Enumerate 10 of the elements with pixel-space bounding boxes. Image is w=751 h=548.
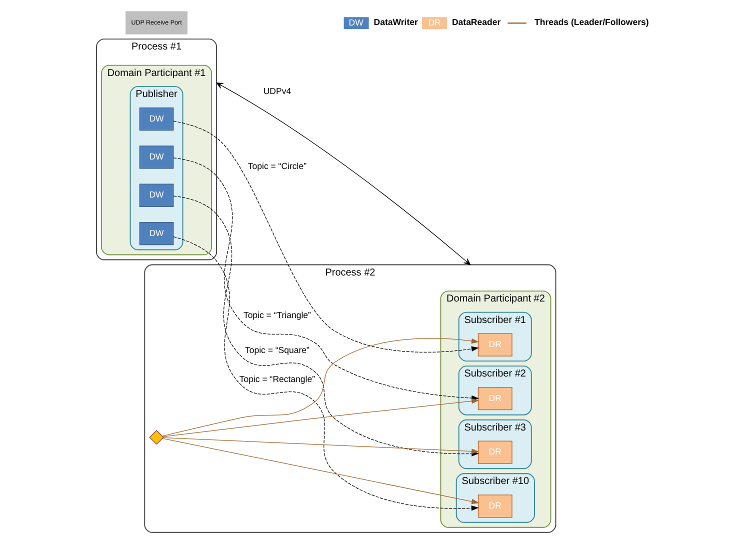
edge-label: Topic = “Circle” <box>247 161 306 172</box>
legend-label: DataWriter <box>373 16 418 27</box>
edge-label: Topic = “Rectangle” <box>238 374 315 384</box>
legend-label: Threads (Leader/Followers) <box>534 16 648 27</box>
edge-label: Topic = “Triangle” <box>242 310 310 320</box>
legend-label: DataReader <box>451 16 500 27</box>
label: DR <box>428 17 440 28</box>
label: DW <box>348 17 363 28</box>
edge-label: Topic = “Square” <box>244 345 309 356</box>
edge-label: UDPv4 <box>262 86 291 96</box>
